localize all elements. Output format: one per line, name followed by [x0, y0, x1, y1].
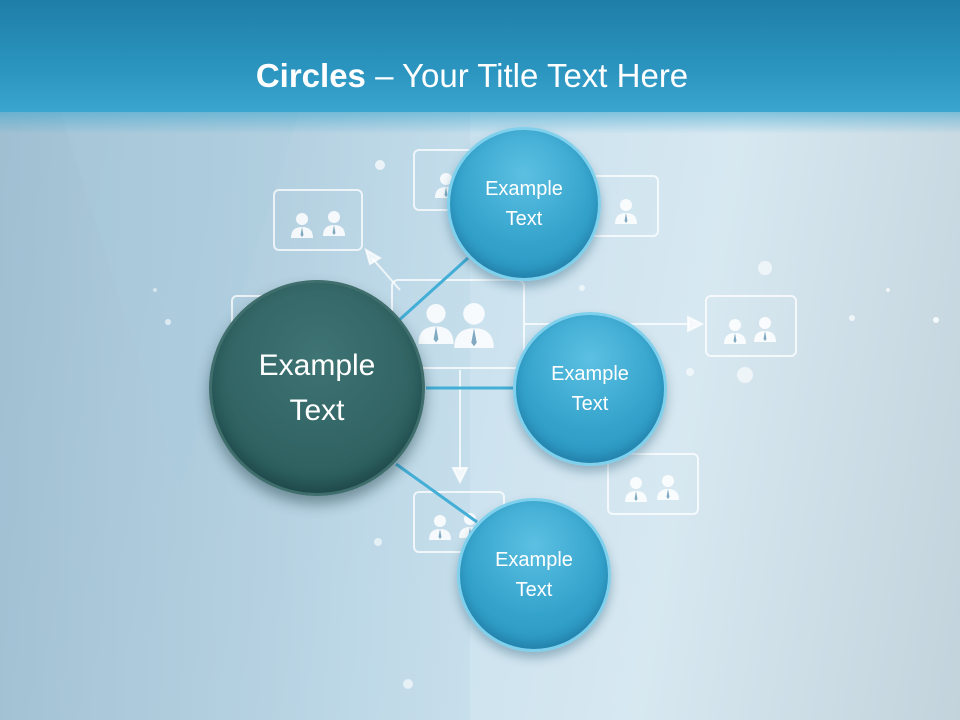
center-circle[interactable]: Example Text: [209, 280, 425, 496]
satellite-circle-middle[interactable]: Example Text: [513, 312, 667, 466]
satellite-circle-top[interactable]: Example Text: [447, 127, 601, 281]
title-bold: Circles: [256, 57, 366, 94]
slide-title: Circles – Your Title Text Here: [0, 56, 944, 96]
satellite-line2: Text: [551, 389, 629, 419]
center-circle-line1: Example: [259, 343, 376, 388]
title-rest: – Your Title Text Here: [366, 57, 688, 94]
satellite-circle-bottom[interactable]: Example Text: [457, 498, 611, 652]
title-bar-fade: [0, 112, 960, 134]
center-circle-line2: Text: [259, 388, 376, 433]
satellite-line1: Example: [485, 174, 563, 204]
satellite-line2: Text: [495, 575, 573, 605]
satellite-line1: Example: [495, 545, 573, 575]
satellite-line2: Text: [485, 204, 563, 234]
satellite-line1: Example: [551, 359, 629, 389]
